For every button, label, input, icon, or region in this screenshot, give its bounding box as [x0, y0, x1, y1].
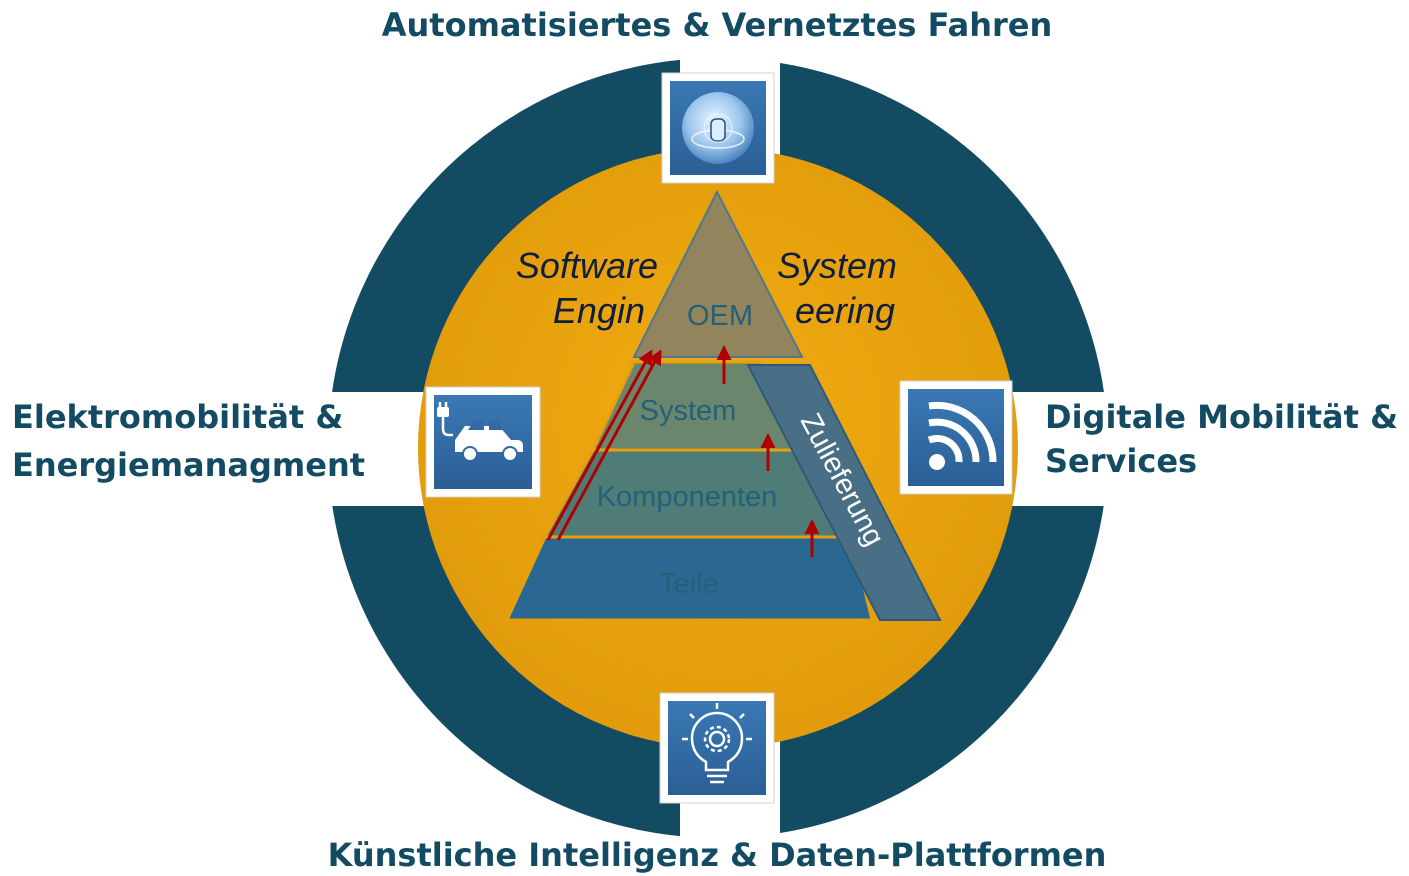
autonomous-car-sensor-icon: [682, 92, 754, 164]
pyramid: OEM System Komponenten Teile Zulieferung…: [504, 189, 942, 622]
layer-label-system: System: [640, 395, 737, 427]
icon-tile-right: [899, 380, 1013, 495]
wireless-signal-icon: [927, 401, 997, 470]
arrow-up: [556, 349, 662, 541]
systems-text-line2: eering: [795, 290, 895, 331]
heading-left-line1: Elektromobilität &: [12, 398, 343, 436]
lightbulb-gear-icon: [682, 703, 752, 784]
layer-label-teile: Teile: [659, 568, 719, 600]
supplier-band: [746, 364, 942, 621]
electric-car-charging-icon: [437, 402, 523, 462]
software-text-line2: Engin: [553, 290, 645, 331]
systems-text-line1: System: [777, 245, 897, 286]
heading-top: Automatisiertes & Vernetztes Fahren: [382, 6, 1052, 44]
layer-label-oem: OEM: [687, 300, 753, 332]
icon-tile-bottom: [659, 692, 775, 804]
icon-tile-left: [425, 386, 541, 498]
flow-arrows: [546, 345, 820, 557]
software-text-line1: Software: [516, 245, 658, 286]
heading-bottom: Künstliche Intelligenz & Daten-Plattform…: [328, 836, 1107, 874]
heading-right-line2: Services: [1045, 442, 1197, 480]
layer-label-komponenten: Komponenten: [597, 481, 778, 513]
icon-tile-top: [661, 72, 775, 184]
heading-left-line2: Energiemanagment: [12, 446, 365, 484]
heading-right-line1: Digitale Mobilität &: [1045, 398, 1398, 436]
arrow-up: [546, 349, 653, 541]
